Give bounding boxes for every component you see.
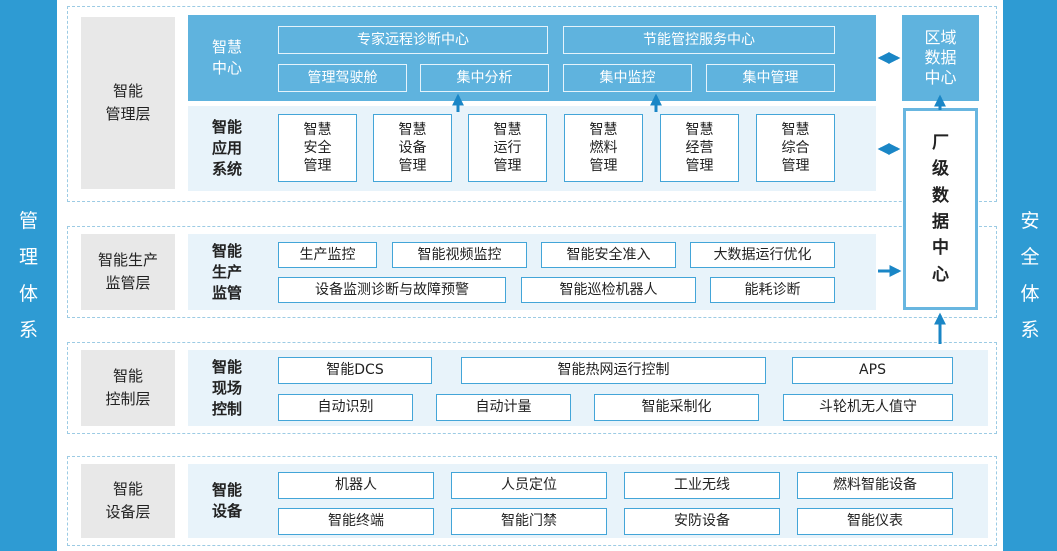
app-box-equipment: 智慧 设备 管理 (373, 114, 452, 182)
control-layer-name: 智能 控制层 (81, 350, 175, 426)
sidebar-char: 系 (1020, 318, 1040, 341)
app-box-fuel: 智慧 燃料 管理 (564, 114, 643, 182)
sidebar-char: 理 (18, 246, 38, 269)
safety-access-box: 智能安全准入 (541, 242, 676, 268)
regional-data-center: 区域 数据 中心 (902, 15, 979, 101)
smart-dcs-box: 智能DCS (278, 357, 432, 384)
sidebar-char: 安 (1020, 210, 1040, 233)
management-cockpit-box: 管理驾驶舱 (278, 64, 407, 92)
bucket-wheel-unmanned-box: 斗轮机无人值守 (783, 394, 953, 421)
sidebar-char: 全 (1020, 246, 1040, 269)
energy-saving-service-box: 节能管控服务中心 (563, 26, 835, 54)
plant-dc-char: 数 (932, 185, 949, 206)
smart-center-panel (188, 15, 876, 101)
heat-network-control-box: 智能热网运行控制 (461, 357, 766, 384)
inspection-robot-box: 智能巡检机器人 (521, 277, 696, 303)
video-monitoring-box: 智能视频监控 (392, 242, 527, 268)
robot-box: 机器人 (278, 472, 434, 499)
smart-center-label: 智慧 中心 (211, 38, 242, 77)
aps-box: APS (792, 357, 953, 384)
app-box-comprehensive: 智慧 综合 管理 (756, 114, 835, 182)
centralized-monitoring-box: 集中监控 (563, 64, 692, 92)
production-monitoring-box: 生产监控 (278, 242, 377, 268)
control-label: 智能 现场 控制 (211, 357, 242, 418)
auto-identification-box: 自动识别 (278, 394, 413, 421)
security-equipment-box: 安防设备 (624, 508, 780, 535)
equipment-diagnosis-box: 设备监测诊断与故障预警 (278, 277, 506, 303)
production-layer-name: 智能生产 监管层 (81, 234, 175, 310)
energy-diagnosis-box: 能耗诊断 (710, 277, 835, 303)
app-box-business: 智慧 经营 管理 (660, 114, 739, 182)
smart-terminal-box: 智能终端 (278, 508, 434, 535)
plant-data-center: 厂 级 数 据 中 心 (903, 108, 978, 310)
sidebar-char: 系 (18, 318, 38, 341)
management-layer-name: 智能 管理层 (81, 17, 175, 189)
plant-dc-char: 据 (932, 212, 949, 232)
smart-access-control-box: 智能门禁 (451, 508, 607, 535)
sidebar-char: 体 (1020, 282, 1040, 305)
device-layer-name: 智能 设备层 (81, 464, 175, 538)
fuel-smart-equipment-box: 燃料智能设备 (797, 472, 953, 499)
personnel-positioning-box: 人员定位 (451, 472, 607, 499)
centralized-management-box: 集中管理 (706, 64, 835, 92)
management-system-label: 管 理 体 系 (19, 203, 38, 347)
app-box-operation: 智慧 运行 管理 (468, 114, 547, 182)
smart-sampling-box: 智能采制化 (594, 394, 759, 421)
plant-dc-char: 级 (932, 159, 949, 180)
device-label: 智能 设备 (211, 481, 242, 520)
industrial-wireless-box: 工业无线 (624, 472, 780, 499)
auto-metering-box: 自动计量 (436, 394, 571, 421)
big-data-optimization-box: 大数据运行优化 (690, 242, 835, 268)
plant-dc-char: 中 (932, 238, 949, 259)
plant-dc-char: 心 (932, 264, 949, 285)
expert-remote-diagnosis-box: 专家远程诊断中心 (278, 26, 548, 54)
production-label: 智能 生产 监管 (211, 241, 242, 302)
plant-dc-char: 厂 (932, 132, 949, 153)
smart-instrument-box: 智能仪表 (797, 508, 953, 535)
app-box-safety: 智慧 安全 管理 (278, 114, 357, 182)
security-system-sidebar: 安 全 体 系 (1003, 0, 1057, 551)
centralized-analysis-box: 集中分析 (420, 64, 549, 92)
sidebar-char: 体 (18, 282, 38, 305)
sidebar-char: 管 (18, 210, 38, 233)
smart-application-label: 智能 应用 系统 (211, 118, 242, 178)
security-system-label: 安 全 体 系 (1020, 203, 1039, 347)
management-system-sidebar: 管 理 体 系 (0, 0, 57, 551)
